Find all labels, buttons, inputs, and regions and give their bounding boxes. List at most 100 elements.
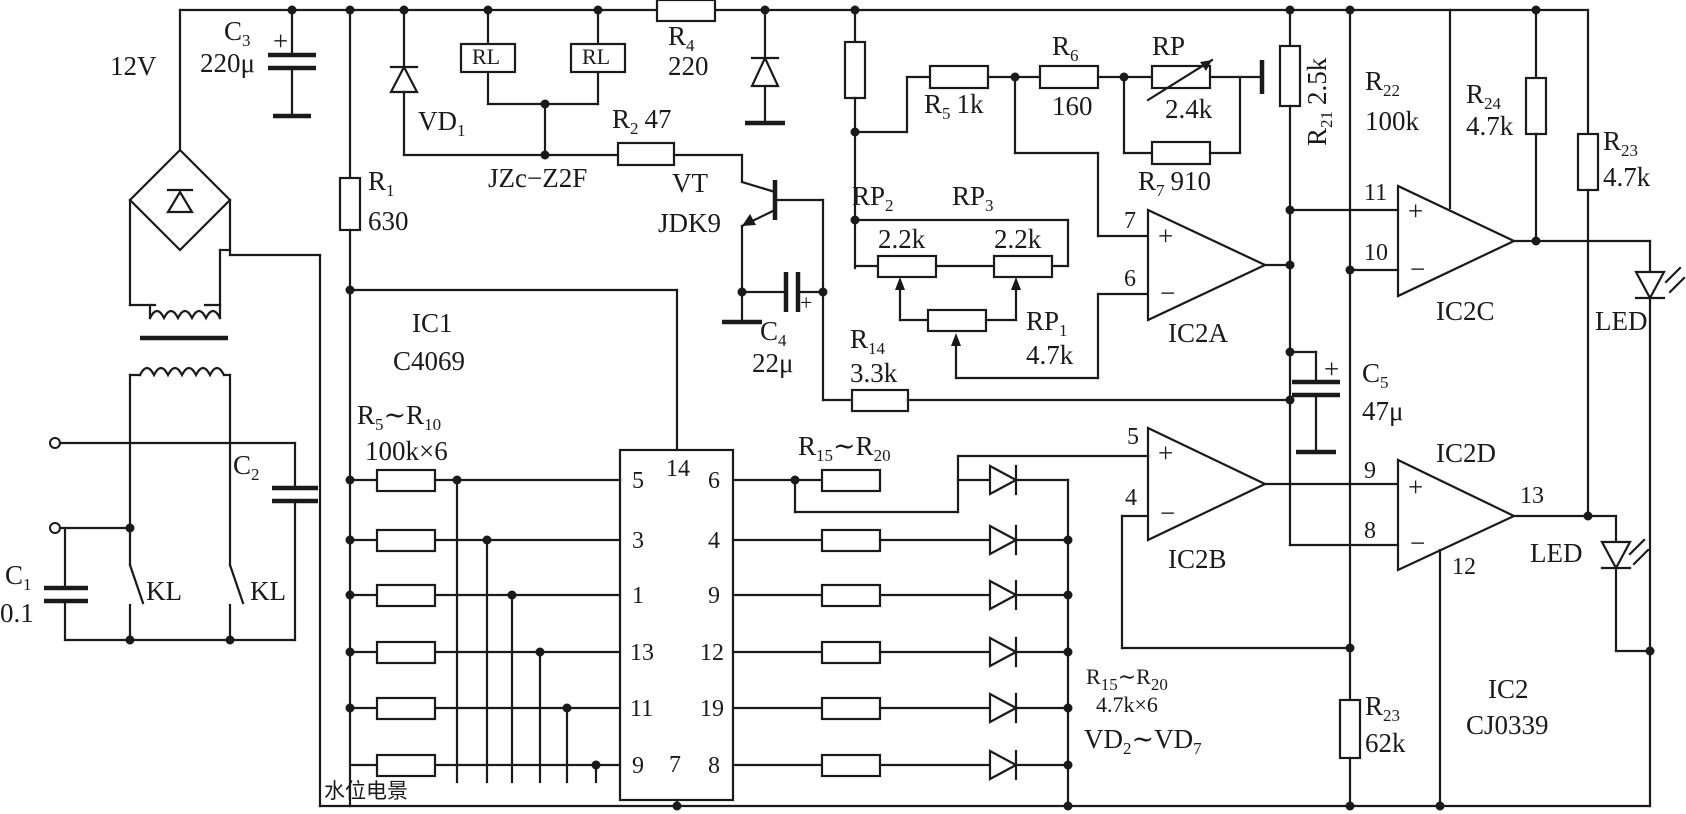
opamp-ic2d bbox=[1288, 458, 1618, 811]
ic1-pin-bottom: 7 bbox=[669, 752, 681, 778]
relay-coil-1-label: RL bbox=[472, 44, 500, 69]
ic2-model: CJ0339 bbox=[1466, 710, 1549, 740]
ic2a-plus: + bbox=[1158, 221, 1173, 251]
c3-polarity: + bbox=[273, 26, 288, 56]
rp2-value: 2.2k bbox=[878, 224, 926, 254]
diode-array bbox=[988, 464, 1073, 811]
ic1-name: IC1 bbox=[412, 308, 453, 338]
capacitor-c4 bbox=[722, 272, 854, 402]
resistor-r22 bbox=[1338, 5, 1362, 811]
ic1-chip bbox=[348, 288, 735, 811]
ic2d-name: IC2D bbox=[1436, 438, 1496, 468]
c1-value: 0.1 bbox=[0, 598, 34, 628]
r23a-value: 4.7k bbox=[1603, 162, 1651, 192]
rp1-name: RP1 bbox=[1026, 306, 1068, 340]
r23a-name: R23 bbox=[1603, 126, 1638, 160]
led-top bbox=[1634, 239, 1686, 808]
ic2c-pin-minus: 10 bbox=[1364, 240, 1388, 266]
r24-value: 4.7k bbox=[1466, 111, 1514, 141]
vt-model: JDK9 bbox=[658, 208, 721, 238]
mains-input bbox=[44, 437, 318, 645]
ic2c-plus: + bbox=[1408, 196, 1423, 226]
led-bottom-label: LED bbox=[1530, 538, 1582, 568]
rp2-name: RP2 bbox=[852, 181, 894, 215]
c3-name: C3 bbox=[224, 16, 251, 50]
diode-supply bbox=[745, 5, 785, 126]
relay-contact-1-label: KL bbox=[146, 576, 182, 606]
c5-value: 47μ bbox=[1362, 396, 1403, 426]
res-in-value: 100k×6 bbox=[365, 436, 448, 466]
diode-vd1 bbox=[389, 5, 620, 157]
input-resistors bbox=[345, 468, 622, 778]
capacitor-c3 bbox=[268, 5, 316, 119]
c1-name: C1 bbox=[5, 560, 32, 594]
r6-name: R6 bbox=[1052, 31, 1079, 65]
opamp-ic2b bbox=[1120, 426, 1400, 650]
ic1-pin-r2: 4 bbox=[708, 528, 720, 554]
r1-value: 630 bbox=[368, 206, 409, 236]
ic2d-minus: − bbox=[1410, 528, 1425, 558]
ic2d-pin-minus: 8 bbox=[1364, 518, 1376, 544]
c5-name: C5 bbox=[1362, 358, 1389, 392]
ic2d-pin-out: 13 bbox=[1520, 483, 1544, 509]
ic1-pin-l2: 3 bbox=[632, 528, 644, 554]
ic2b-name: IC2B bbox=[1168, 544, 1227, 574]
resistor-r23a bbox=[1576, 8, 1600, 521]
ic2d-pin-plus: 9 bbox=[1364, 458, 1376, 484]
probe-label: 水位电景 bbox=[324, 779, 408, 803]
rp3-name: RP3 bbox=[952, 181, 994, 215]
r1-name: R1 bbox=[368, 166, 395, 200]
res-out-bot-value: 4.7k×6 bbox=[1096, 692, 1158, 717]
ic1-pin-l4: 13 bbox=[630, 640, 654, 666]
ic2d-plus: + bbox=[1408, 472, 1423, 502]
res-out-bot-label: R15∼R20 bbox=[1086, 664, 1168, 694]
ic1-pin-r3: 9 bbox=[708, 583, 720, 609]
transistor-vt bbox=[740, 180, 825, 297]
rp-name: RP bbox=[1152, 31, 1185, 61]
r21-label: R212.5k bbox=[1302, 57, 1336, 146]
ic1-pin-r6: 8 bbox=[708, 753, 720, 779]
ic2a-pin-minus: 6 bbox=[1124, 266, 1136, 292]
ground-rail bbox=[318, 253, 1652, 808]
c4-name: C4 bbox=[760, 316, 787, 350]
ic2a-pin-plus: 7 bbox=[1124, 208, 1136, 234]
r4-name: R4 bbox=[668, 21, 695, 55]
ic2b-plus: + bbox=[1158, 438, 1173, 468]
vt-name: VT bbox=[672, 168, 708, 198]
c4-value: 22μ bbox=[752, 348, 793, 378]
rp1-value: 4.7k bbox=[1026, 340, 1074, 370]
ic1-pin-top: 14 bbox=[666, 456, 690, 482]
ic2b-pin-minus: 4 bbox=[1125, 485, 1137, 511]
supply-voltage-label: 12V bbox=[110, 51, 157, 81]
ic2c-pin-plus: 11 bbox=[1364, 180, 1387, 206]
transformer bbox=[128, 303, 232, 530]
ic1-pins: 5 3 1 13 11 9 6 4 9 12 19 8 bbox=[630, 468, 724, 779]
ic1-pin-l1: 5 bbox=[632, 468, 644, 494]
rp-value: 2.4k bbox=[1165, 94, 1213, 124]
led-bottom bbox=[1600, 514, 1652, 653]
c3-value: 220μ bbox=[200, 48, 255, 78]
ic2-name: IC2 bbox=[1488, 674, 1529, 704]
res-out-top-label: R15∼R20 bbox=[798, 431, 891, 465]
diodes-label: VD2∼VD7 bbox=[1084, 724, 1202, 758]
ic1-pin-l6: 9 bbox=[632, 753, 644, 779]
rp3-value: 2.2k bbox=[994, 224, 1042, 254]
relay-coil-2-label: RL bbox=[582, 44, 610, 69]
resistor-r14 bbox=[850, 388, 1295, 413]
r23b-name: R23 bbox=[1365, 691, 1400, 725]
r23b-value: 62k bbox=[1365, 728, 1406, 758]
relay-contact-2-label: KL bbox=[250, 576, 286, 606]
relay-model: JZc−Z2F bbox=[488, 163, 587, 193]
resistor-r24 bbox=[1524, 5, 1548, 243]
ic1-pin-l5: 11 bbox=[630, 696, 653, 722]
relay-coil bbox=[459, 5, 627, 160]
c4-polarity: + bbox=[800, 290, 812, 315]
ic2a-minus: − bbox=[1160, 278, 1175, 308]
r22-name: R22 bbox=[1365, 66, 1400, 100]
capacitor-c5 bbox=[1288, 350, 1340, 455]
ic2c-minus: − bbox=[1410, 254, 1425, 284]
